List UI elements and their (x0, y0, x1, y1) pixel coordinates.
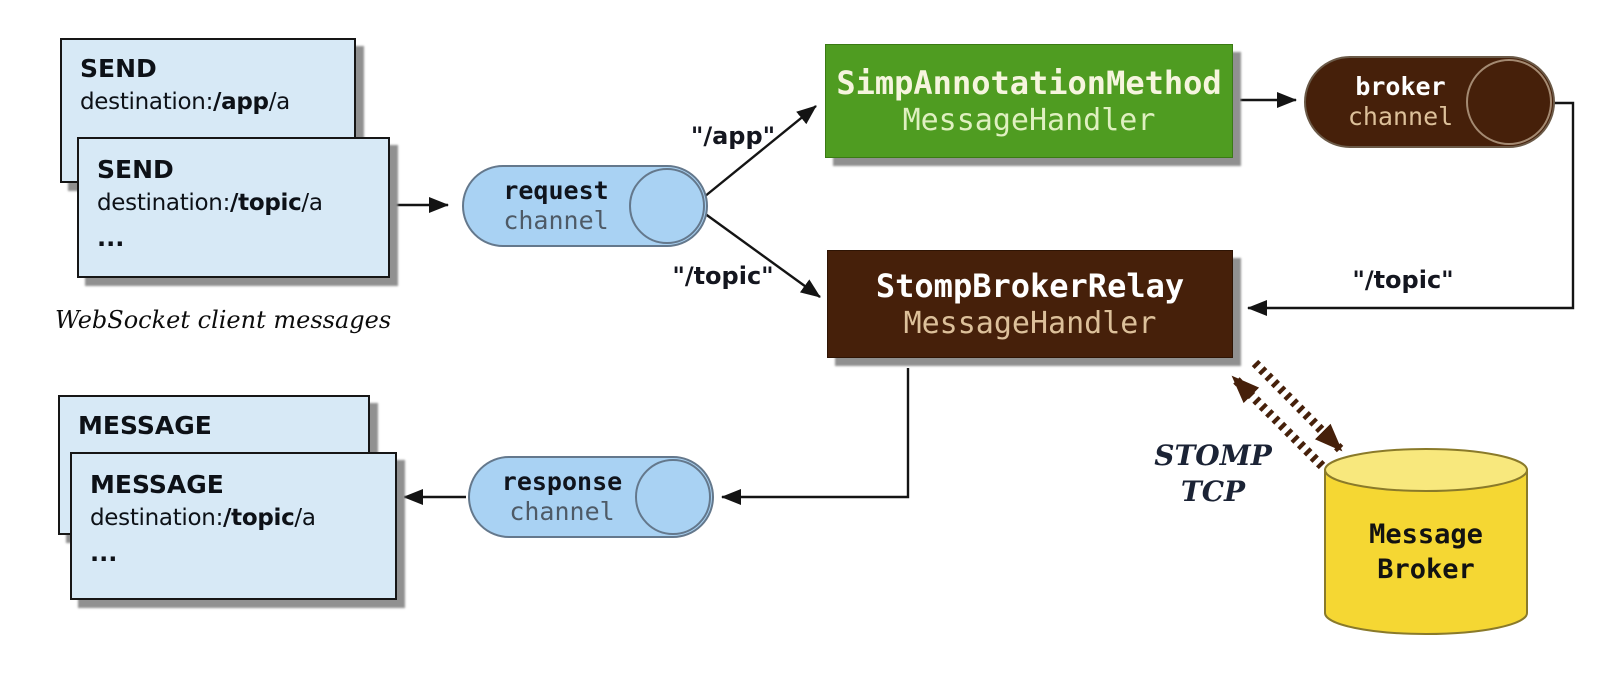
channel-label: request channel (503, 176, 666, 236)
websocket-client-messages-caption: WebSocket client messages (55, 306, 392, 334)
stomp-tcp-arrow-to-broker (1229, 373, 1326, 470)
topic-return-route-label: "/topic" (1352, 266, 1454, 294)
handler-class-name: StompBrokerRelay (875, 267, 1185, 305)
message-frame-card-front: MESSAGE destination:/topic/a ... (70, 452, 397, 600)
channel-label: broker channel (1348, 72, 1511, 132)
broker-channel-pill: broker channel (1304, 56, 1555, 148)
channel-name: response (501, 467, 623, 496)
frame-command: MESSAGE (78, 411, 212, 440)
cylinder-cap (1466, 59, 1552, 145)
cylinder-cap (629, 168, 705, 244)
channel-word: channel (503, 206, 609, 235)
handler-class-name: SimpAnnotationMethod (836, 64, 1222, 102)
send-frame-card-front: SEND destination:/topic/a ... (77, 137, 390, 278)
message-broker-cylinder-top (1324, 448, 1528, 492)
arrow-request-to-stomp-relay (703, 212, 821, 298)
stomp-tcp-label: STOMP TCP (1138, 438, 1288, 511)
message-broker-label: Message Broker (1326, 517, 1526, 587)
destination-bold: /app (213, 88, 269, 115)
app-route-label: "/app" (690, 122, 776, 150)
destination-prefix: destination: (97, 189, 231, 216)
frame-destination: destination:/topic/a (97, 187, 370, 220)
frame-ellipsis: ... (97, 224, 125, 253)
destination-suffix: /a (301, 189, 323, 216)
protocol-name: STOMP (1154, 439, 1272, 472)
destination-prefix: destination: (80, 88, 214, 115)
frame-ellipsis: ... (90, 539, 118, 568)
destination-bold: /topic (230, 189, 302, 216)
destination-suffix: /a (268, 88, 291, 115)
broker-word-2: Broker (1377, 554, 1475, 586)
frame-command: MESSAGE (90, 470, 224, 499)
arrow-request-to-simp-handler (703, 105, 817, 198)
frame-destination: destination:/app/a (80, 86, 336, 119)
stomp-tcp-arrow-to-message-broker (1251, 359, 1345, 454)
arrow-broker-channel-to-stomp-relay (1247, 101, 1575, 316)
protocol-transport: TCP (1180, 475, 1246, 509)
channel-label: response channel (502, 467, 680, 527)
request-channel-pill: request channel (462, 165, 708, 247)
frame-command: SEND (97, 155, 174, 184)
channel-name: broker (1355, 72, 1446, 101)
channel-word: channel (509, 497, 615, 526)
channel-name: request (503, 176, 609, 205)
stomp-broker-relay-handler-box: StompBrokerRelay MessageHandler (827, 250, 1233, 358)
frame-command: SEND (80, 54, 157, 83)
handler-interface-name: MessageHandler (902, 103, 1156, 138)
cylinder-cap (635, 459, 711, 535)
channel-word: channel (1347, 102, 1454, 131)
destination-bold: /topic (223, 504, 295, 531)
response-channel-pill: response channel (468, 456, 714, 538)
destination-prefix: destination: (90, 504, 224, 531)
broker-word-1: Message (1369, 519, 1483, 550)
arrow-stomp-relay-to-response-channel (721, 368, 910, 505)
handler-interface-name: MessageHandler (903, 306, 1157, 341)
destination-suffix: /a (294, 504, 316, 531)
frame-destination: destination:/topic/a (90, 502, 377, 535)
message-broker-cylinder-body (1324, 469, 1528, 635)
topic-route-label: "/topic" (672, 262, 774, 290)
simp-annotation-method-handler-box: SimpAnnotationMethod MessageHandler (825, 44, 1233, 158)
